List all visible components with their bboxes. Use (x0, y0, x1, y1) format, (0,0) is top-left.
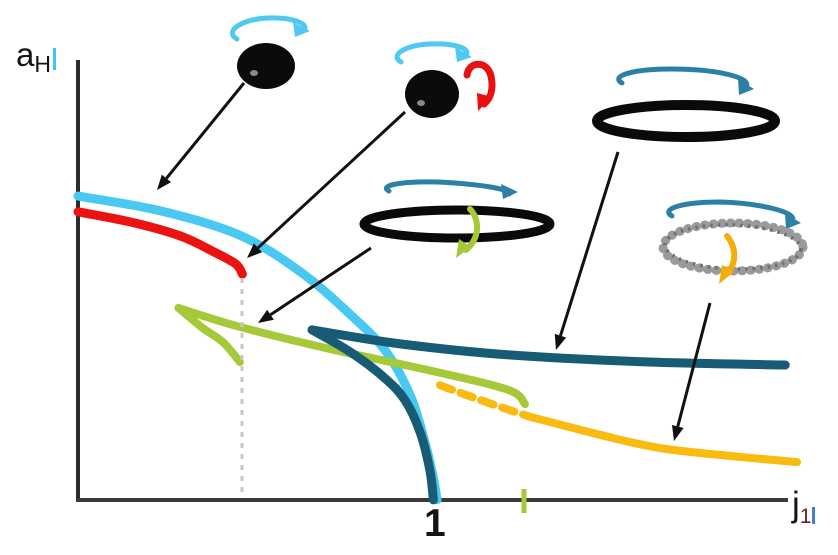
spin-arrowhead (785, 213, 801, 229)
annotations-layer (157, 82, 712, 513)
y-label-subscript: H (34, 51, 51, 77)
annotation-arrowhead-to-cyan-curve (157, 174, 172, 190)
y-label-main: a (16, 36, 35, 73)
sphere-highlight (250, 70, 258, 76)
curves-layer (73, 191, 802, 505)
black-ring-horizontal-spin-icon (592, 66, 780, 142)
red-curve (73, 207, 247, 279)
orange-arrowhead (719, 265, 734, 284)
yellow-dashed-curve (435, 381, 535, 421)
cyan-cursor-artifact (52, 48, 56, 70)
green-arrowhead (456, 239, 471, 258)
horizontal-spin-arrow (394, 41, 470, 65)
blue-cursor-artifact (812, 507, 816, 524)
annotation-arrow-to-teal-curve (559, 151, 620, 337)
teal-upper-curve (307, 325, 790, 370)
annotation-arrow-to-yellow-curve (676, 302, 712, 427)
x-label-main: j (792, 485, 800, 524)
black-ring (592, 100, 780, 142)
horizontal-spin-arrow (384, 179, 512, 197)
black-sphere (237, 43, 295, 89)
coil-ring-outer (658, 218, 808, 276)
y-axis-label: aH (16, 38, 56, 76)
annotation-arrowhead-to-green-curve (258, 309, 274, 323)
yellow-solid-curve (526, 412, 802, 467)
annotation-arrow-to-green-curve (269, 246, 372, 316)
green-lower-curve (174, 303, 244, 366)
horizontal-spin-arrow (616, 66, 750, 90)
x-label-subscript: 1 (799, 505, 812, 528)
spin-arrowhead (455, 47, 472, 62)
horizontal-spin-arrow (229, 15, 308, 42)
horizontal-spin-arrow (666, 199, 796, 224)
x-axis-label: j1 (792, 485, 816, 528)
x-tick-label: 1 (424, 502, 446, 545)
red-arrowhead (477, 93, 492, 111)
spin-arrowhead (501, 184, 518, 199)
green-upper-curve (174, 303, 529, 409)
helical-black-ring-spin-icon (658, 199, 808, 284)
axes (76, 60, 788, 502)
black-ring-horizontal-and-vertical-spin-icon (359, 179, 555, 258)
teal-lower-curve (307, 325, 438, 505)
annotation-arrow-to-cyan-curve (165, 82, 246, 180)
spin-arrowhead (293, 22, 310, 37)
cyan-curve (73, 191, 442, 505)
vertical-spin-arrow-green (463, 206, 480, 253)
annotation-arrowhead-to-red-curve-end (247, 243, 263, 258)
spin-arrowhead (738, 79, 754, 95)
black-sphere-two-spins-icon (394, 41, 496, 118)
annotation-arrow-to-red-curve-end (256, 110, 407, 249)
sphere-highlight (417, 100, 425, 106)
vertical-spin-arrow-orange (724, 233, 738, 275)
black-sphere-horizontal-spin-icon (229, 15, 310, 89)
black-ring (359, 205, 555, 243)
black-sphere (405, 70, 459, 118)
annotation-arrowhead-to-yellow-curve (671, 424, 684, 441)
annotation-arrowhead-to-teal-curve (554, 333, 567, 350)
